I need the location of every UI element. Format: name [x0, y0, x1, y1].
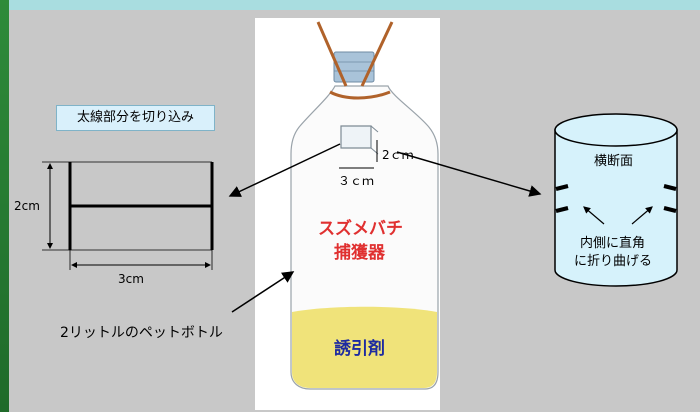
- arrow-to-cut-diagram: [228, 143, 341, 197]
- tab-left-lower: [555, 206, 569, 213]
- bait-liquid: [292, 306, 437, 388]
- bait-label: 誘引剤: [334, 339, 385, 359]
- arrow-to-cross-section: [396, 151, 542, 197]
- trap-title-line1: スズメバチ: [318, 219, 403, 239]
- trap-title-line2: 捕獲器: [334, 243, 385, 263]
- tab-left-upper: [555, 184, 569, 191]
- cut-diagram: [42, 161, 214, 270]
- bottle-caption: 2リットルのペットボトル: [60, 325, 223, 341]
- tab-right-upper: [663, 184, 677, 191]
- cross-section-label: 横断面: [594, 154, 634, 169]
- cut-window: [340, 125, 372, 149]
- arrow-to-bottle: [231, 271, 295, 313]
- fold-arrow-left: [583, 206, 605, 225]
- fold-instruction-line1: 内側に直角: [580, 236, 646, 251]
- bottle-cap: [333, 51, 375, 83]
- top-accent-bar: [0, 0, 700, 10]
- fold-arrow-right: [631, 206, 653, 225]
- width-label: 3cm: [118, 272, 144, 286]
- window-height-label: 2ｃｍ: [382, 148, 414, 162]
- height-label: 2cm: [14, 199, 40, 213]
- left-accent-bar: [0, 0, 9, 412]
- cylinder: [554, 113, 678, 287]
- cut-instruction-label: 太線部分を切り込み: [56, 105, 215, 131]
- hanging-string: [316, 21, 394, 100]
- bottle: [290, 21, 439, 390]
- window-width-label: ３ｃｍ: [338, 174, 375, 188]
- fold-instruction-line2: に折り曲げる: [574, 254, 653, 269]
- tab-right-lower: [663, 206, 677, 213]
